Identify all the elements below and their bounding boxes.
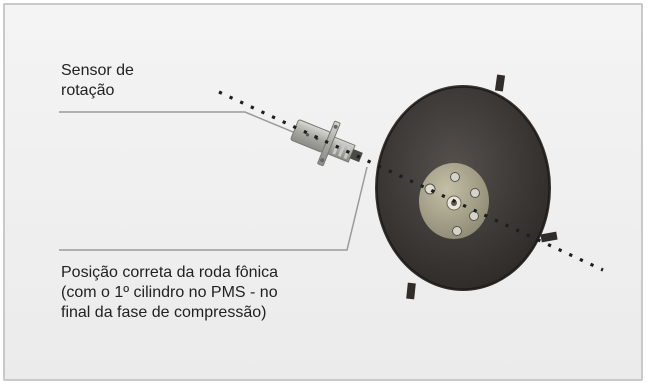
wheel-position-label: Posição correta da roda fônica (com o 1º… [61, 264, 279, 321]
position-leader-line [59, 166, 368, 251]
sensor-leader-line [59, 111, 306, 138]
alignment-dotted-line [218, 90, 604, 272]
tone-wheel-icon [375, 74, 558, 300]
diagram-frame: Sensor de rotação Posição correta da rod… [3, 3, 643, 381]
leader-lines [59, 111, 368, 251]
rotation-sensor-icon [290, 119, 363, 167]
hub-bolts [424, 172, 480, 236]
sensor-label: Sensor de rotação [61, 62, 134, 99]
diagram-canvas [59, 74, 604, 300]
